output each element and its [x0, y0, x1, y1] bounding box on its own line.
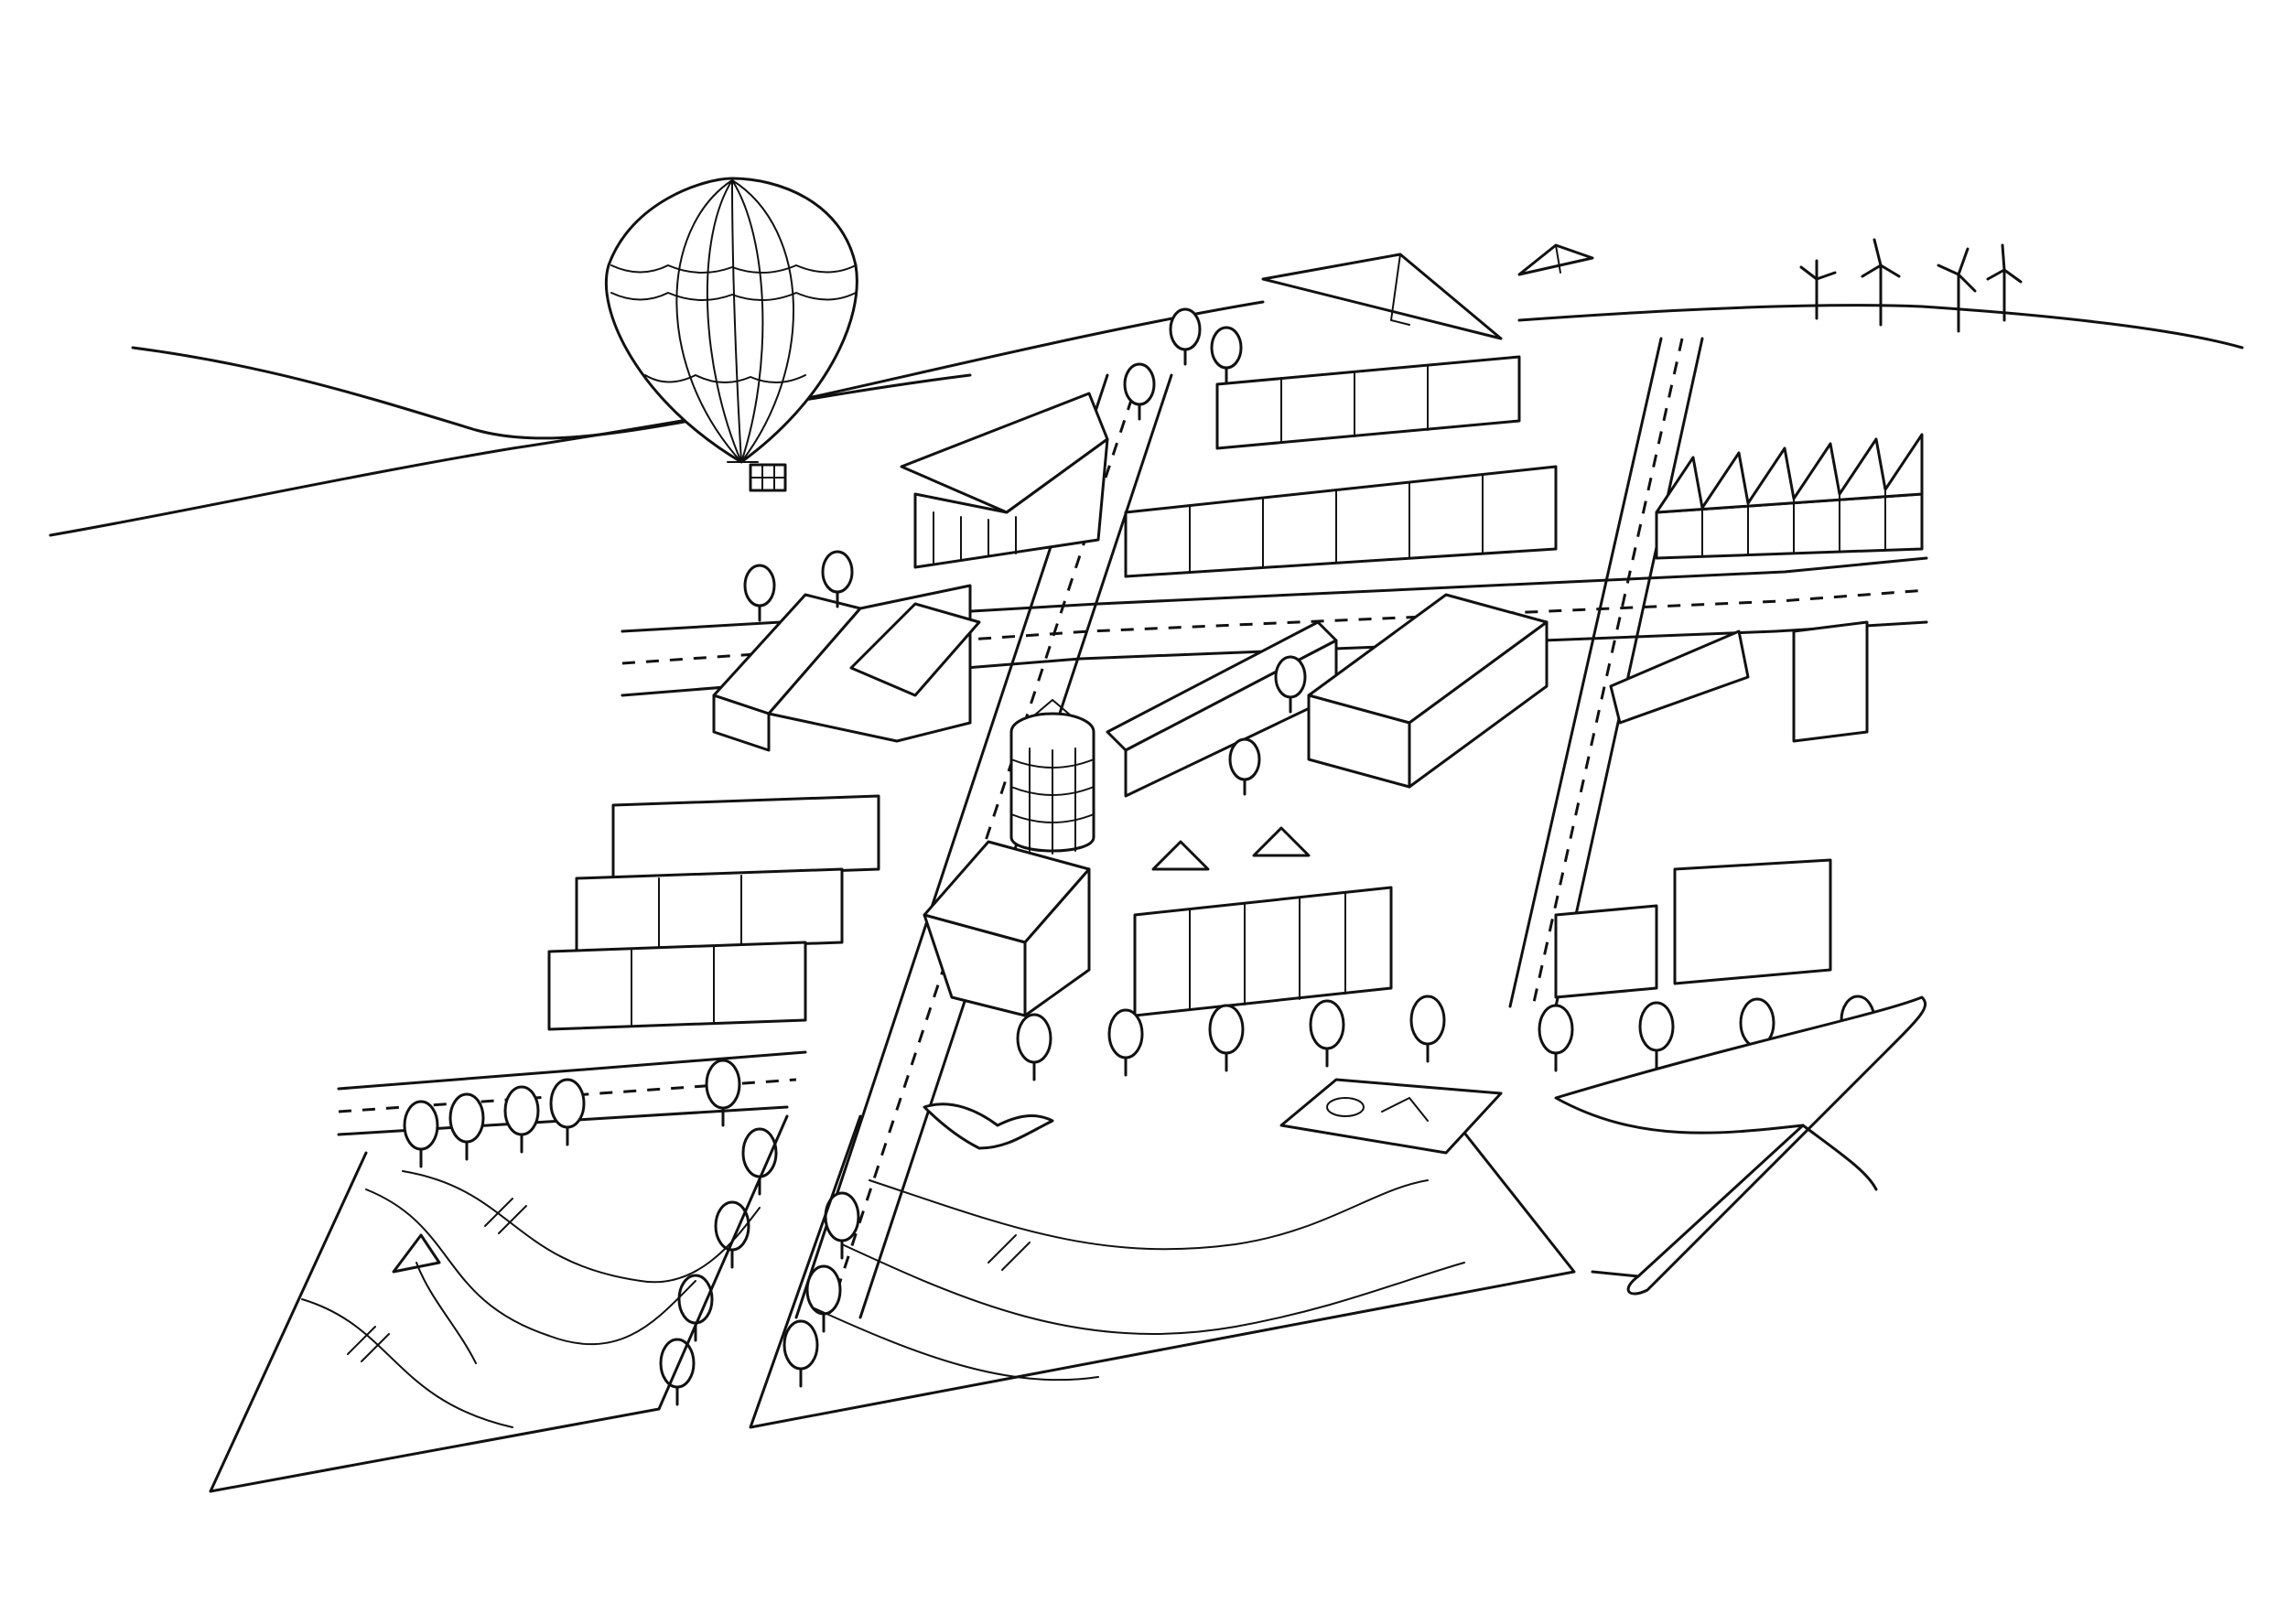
tree: [1123, 362, 1156, 421]
footbridge: [347, 1326, 390, 1362]
park-landscape: [209, 1096, 1576, 1493]
apartment-block: [712, 584, 981, 752]
tree: [714, 1200, 750, 1269]
terraced-houses: [1133, 826, 1393, 1017]
wind-turbines: [1799, 238, 2023, 333]
tree: [1208, 1004, 1245, 1072]
tree: [705, 1059, 741, 1127]
tree: [805, 1264, 842, 1333]
right-park-boundary: [749, 1096, 1576, 1429]
left-park-boundary: [209, 1114, 789, 1493]
tree: [1016, 1013, 1052, 1081]
tree: [821, 550, 854, 608]
tree: [1107, 1008, 1144, 1077]
tree: [782, 1319, 819, 1388]
main-street-edge-right: [858, 373, 1173, 1319]
wind-turbine: [1799, 259, 1837, 320]
kite: [392, 1233, 477, 1364]
apartment-block: [1307, 593, 1549, 789]
eagle: [923, 1102, 1054, 1150]
tree: [677, 1274, 714, 1342]
paper-airplane: [1554, 995, 1927, 1296]
tree: [1638, 1001, 1675, 1070]
tree: [1274, 655, 1307, 714]
terraced-houses: [1124, 355, 1558, 578]
wind-turbine: [1937, 247, 1977, 333]
office-building: [923, 840, 1091, 1017]
apartment-block: [1554, 620, 1869, 999]
tree: [403, 1100, 439, 1168]
wind-turbine: [1986, 243, 2023, 322]
tree: [1228, 737, 1261, 796]
round-glass-tower: [1009, 699, 1095, 855]
tree: [1210, 326, 1243, 384]
background-hills: [49, 300, 2244, 537]
buildings: [547, 355, 1924, 1031]
tree: [448, 1092, 485, 1161]
street-trees: [403, 307, 1876, 1406]
tree: [1409, 995, 1446, 1063]
hot-air-balloon: [604, 177, 858, 492]
tree: [503, 1085, 540, 1154]
footbridge: [484, 1198, 527, 1234]
tree: [1309, 999, 1345, 1068]
tree: [743, 564, 776, 622]
modern-church: [900, 392, 1109, 569]
tree: [741, 1127, 778, 1196]
apartment-block: [547, 794, 880, 1031]
playground: [1279, 1078, 1503, 1155]
office-building: [1106, 620, 1338, 798]
tree: [1538, 1004, 1574, 1072]
footbridge: [988, 1234, 1031, 1271]
tree: [549, 1078, 586, 1146]
tree: [1169, 307, 1202, 366]
wind-turbine: [1861, 238, 1901, 327]
terraced-houses: [1655, 433, 1924, 560]
hang-glider: [1261, 243, 1594, 340]
